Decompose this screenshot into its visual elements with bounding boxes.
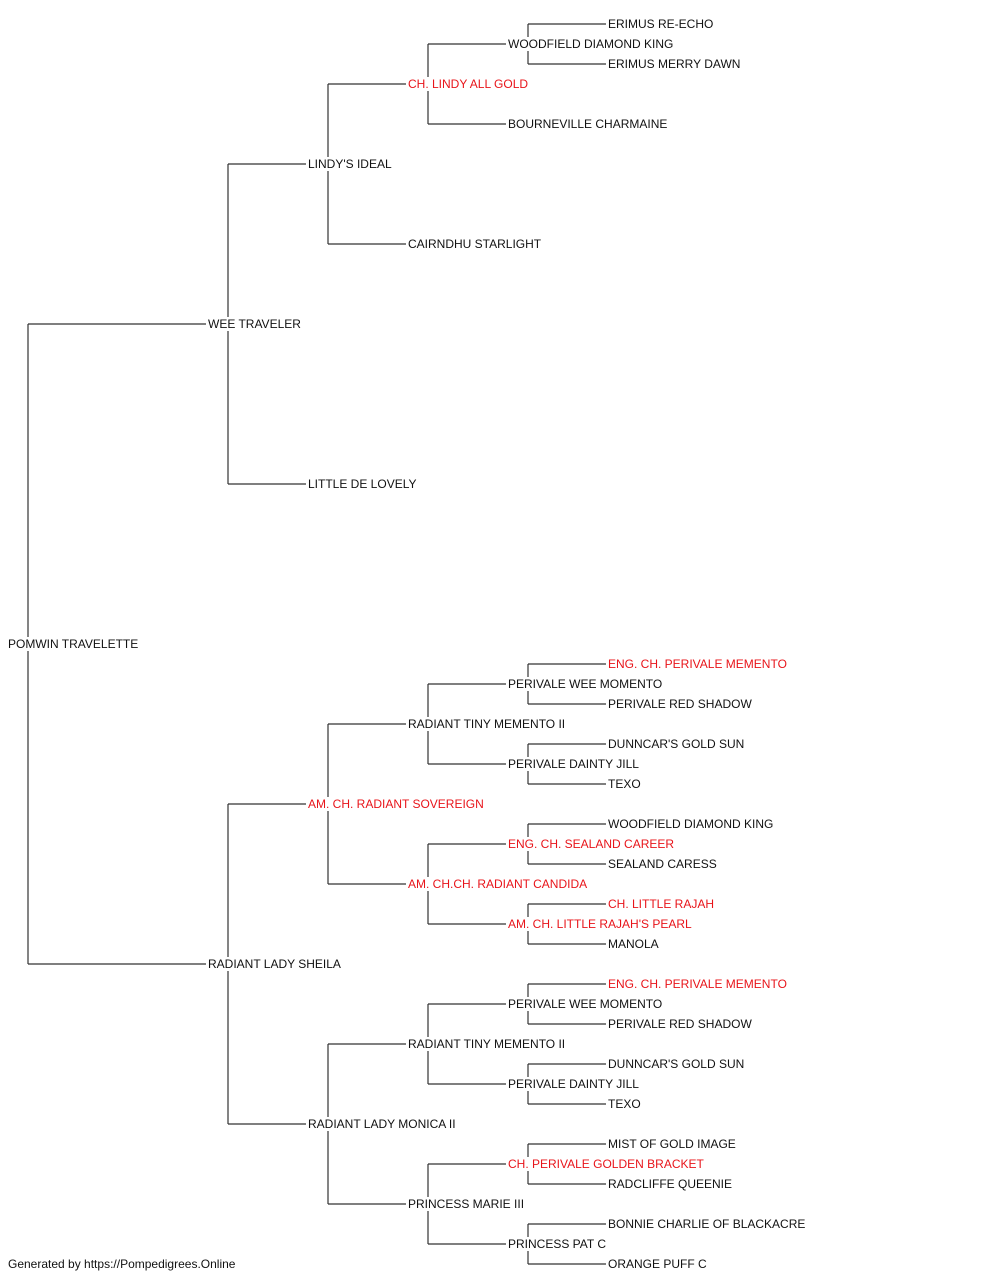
pedigree-entry: BOURNEVILLE CHARMAINE bbox=[508, 117, 670, 131]
pedigree-entry: ERIMUS MERRY DAWN bbox=[608, 57, 743, 71]
pedigree-entry: PERIVALE RED SHADOW bbox=[608, 1017, 754, 1031]
pedigree-entry: WOODFIELD DIAMOND KING bbox=[608, 817, 776, 831]
pedigree-entry: PRINCESS MARIE III bbox=[408, 1197, 527, 1211]
pedigree-entry: ERIMUS RE-ECHO bbox=[608, 17, 716, 31]
pedigree-entry: BONNIE CHARLIE OF BLACKACRE bbox=[608, 1217, 808, 1231]
pedigree-entry: CH. LITTLE RAJAH bbox=[608, 897, 717, 911]
pedigree-entry: LITTLE DE LOVELY bbox=[308, 477, 419, 491]
pedigree-entry: PERIVALE RED SHADOW bbox=[608, 697, 754, 711]
pedigree-entry: PERIVALE WEE MOMENTO bbox=[508, 677, 665, 691]
pedigree-entry: RADIANT TINY MEMENTO II bbox=[408, 1037, 568, 1051]
pedigree-entry: AM. CH.CH. RADIANT CANDIDA bbox=[408, 877, 590, 891]
pedigree-entry: WEE TRAVELER bbox=[208, 317, 303, 331]
pedigree-entry: TEXO bbox=[608, 1097, 643, 1111]
pedigree-entry: CAIRNDHU STARLIGHT bbox=[408, 237, 544, 251]
pedigree-entry: RADIANT TINY MEMENTO II bbox=[408, 717, 568, 731]
pedigree-entry: MIST OF GOLD IMAGE bbox=[608, 1137, 738, 1151]
pedigree-entry: PERIVALE WEE MOMENTO bbox=[508, 997, 665, 1011]
pedigree-entry: RADCLIFFE QUEENIE bbox=[608, 1177, 735, 1191]
pedigree-entry: ENG. CH. PERIVALE MEMENTO bbox=[608, 657, 789, 671]
pedigree-entry: SEALAND CARESS bbox=[608, 857, 719, 871]
pedigree-entry: PERIVALE DAINTY JILL bbox=[508, 757, 641, 771]
pedigree-entry: DUNNCAR'S GOLD SUN bbox=[608, 737, 747, 751]
pedigree-entry: ENG. CH. SEALAND CAREER bbox=[508, 837, 677, 851]
pedigree-entry: RADIANT LADY MONICA II bbox=[308, 1117, 458, 1131]
pedigree-entry: RADIANT LADY SHEILA bbox=[208, 957, 343, 971]
footer-credit[interactable]: Generated by https://Pompedigrees.Online bbox=[8, 1257, 236, 1271]
pedigree-entry: CH. LINDY ALL GOLD bbox=[408, 77, 531, 91]
pedigree-entry: ORANGE PUFF C bbox=[608, 1257, 709, 1271]
pedigree-entry: WOODFIELD DIAMOND KING bbox=[508, 37, 676, 51]
pedigree-entry: TEXO bbox=[608, 777, 643, 791]
pedigree-entry: CH. PERIVALE GOLDEN BRACKET bbox=[508, 1157, 706, 1171]
pedigree-entry: AM. CH. LITTLE RAJAH'S PEARL bbox=[508, 917, 694, 931]
pedigree-entry: AM. CH. RADIANT SOVEREIGN bbox=[308, 797, 486, 811]
pedigree-entry: PERIVALE DAINTY JILL bbox=[508, 1077, 641, 1091]
subject-name: POMWIN TRAVELETTE bbox=[8, 637, 141, 651]
pedigree-entry: ENG. CH. PERIVALE MEMENTO bbox=[608, 977, 789, 991]
pedigree-entry: DUNNCAR'S GOLD SUN bbox=[608, 1057, 747, 1071]
pedigree-entry: PRINCESS PAT C bbox=[508, 1237, 609, 1251]
pedigree-entry: LINDY'S IDEAL bbox=[308, 157, 394, 171]
pedigree-entry: MANOLA bbox=[608, 937, 661, 951]
